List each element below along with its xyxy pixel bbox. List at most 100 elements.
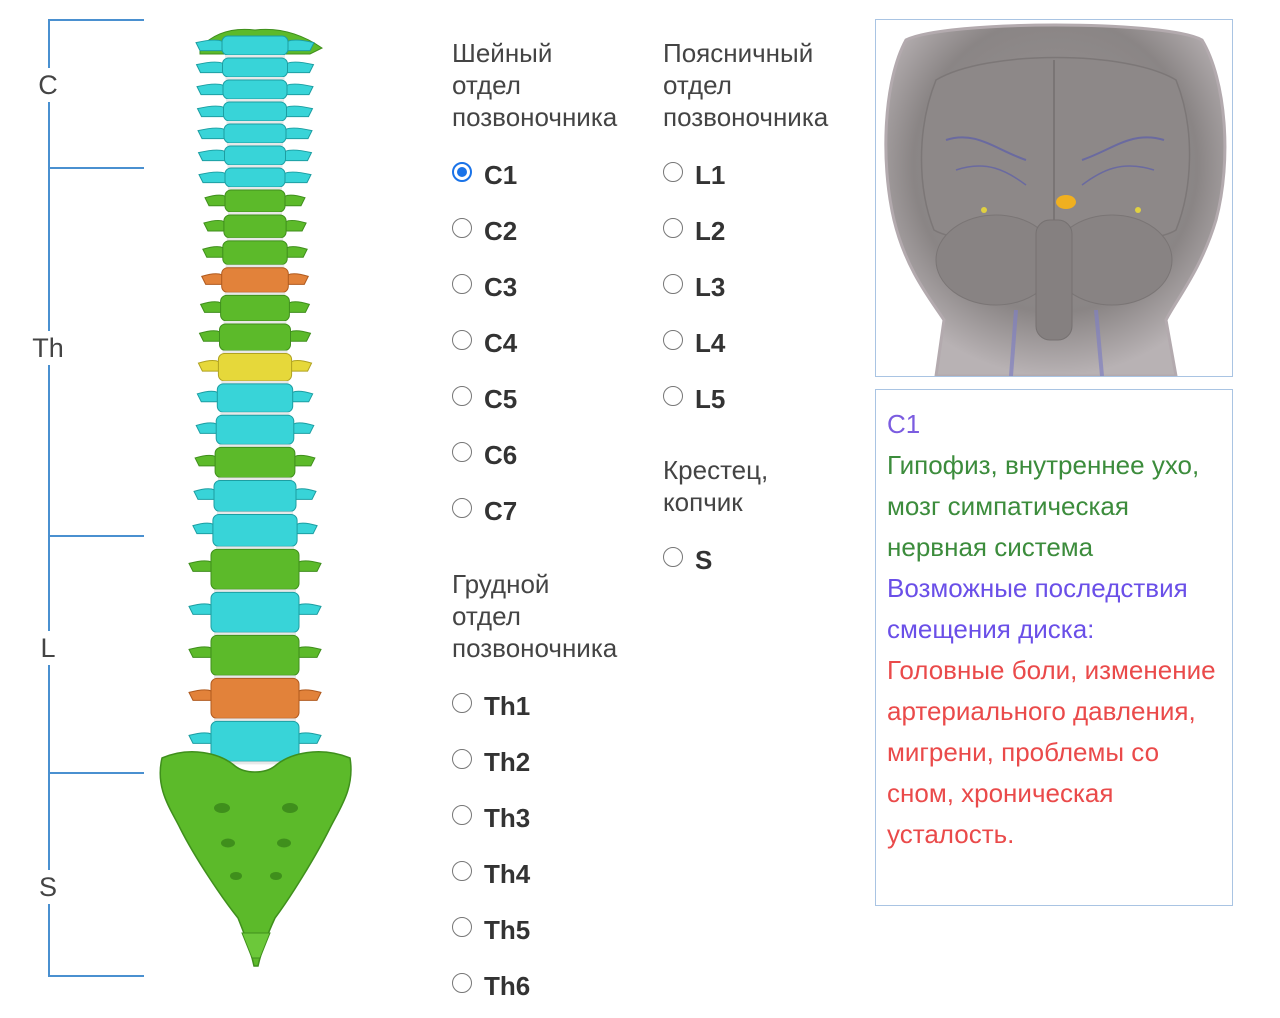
bracket-tick [48, 535, 144, 537]
radio-option-s[interactable]: S [663, 532, 768, 588]
vertebra [195, 57, 315, 80]
vertebra [195, 414, 315, 448]
radio-button[interactable] [452, 442, 472, 462]
radio-label: C6 [484, 439, 518, 470]
radio-button[interactable] [663, 162, 683, 182]
radio-label: Th1 [484, 690, 531, 721]
vertebra [193, 480, 317, 515]
vertebra [188, 634, 322, 679]
radio-button[interactable] [452, 917, 472, 937]
radio-label: Th2 [484, 746, 531, 777]
radio-button[interactable] [663, 330, 683, 350]
radio-label: Th3 [484, 802, 531, 833]
radio-label: C7 [484, 495, 518, 526]
radio-label: C3 [484, 271, 518, 302]
region-label-s: S [28, 870, 68, 904]
vertebra [188, 720, 322, 765]
sacrum [159, 751, 352, 967]
vertebra [204, 189, 306, 215]
info-consequences: Головные боли, изменение артериального д… [887, 655, 1216, 849]
radio-button[interactable] [452, 162, 472, 182]
radio-button[interactable] [452, 386, 472, 406]
radio-option-th3[interactable]: Th3 [452, 790, 617, 846]
region-label-c: C [28, 68, 68, 102]
sacral-section: Крестец, копчик S [663, 454, 768, 588]
region-bracket-line [48, 20, 146, 976]
radio-button[interactable] [452, 693, 472, 713]
vertebra [198, 167, 312, 190]
radio-label: C2 [484, 215, 518, 246]
radio-button[interactable] [452, 861, 472, 881]
radio-option-th6[interactable]: Th6 [452, 958, 617, 1014]
vertebra [199, 294, 311, 324]
vertebra [196, 101, 314, 124]
radio-option-c5[interactable]: C5 [452, 371, 617, 427]
thoracic-section-title: Грудной отдел позвоночника [452, 569, 618, 663]
radio-option-l3[interactable]: L3 [663, 259, 828, 315]
radio-label: L2 [695, 215, 726, 246]
radio-option-c6[interactable]: C6 [452, 427, 617, 483]
radio-label: C5 [484, 383, 518, 414]
radio-label: S [695, 544, 713, 575]
vertebra [197, 123, 313, 146]
vertebra-info-panel: C1 Гипофиз, внутреннее ухо, мозг симпати… [875, 389, 1233, 906]
info-vertebra-name: C1 [887, 409, 921, 439]
radio-button[interactable] [452, 749, 472, 769]
vertebra [202, 240, 308, 268]
radio-label: C4 [484, 327, 518, 358]
vertebra [195, 35, 315, 58]
vertebra [198, 323, 312, 354]
radio-button[interactable] [663, 218, 683, 238]
radio-option-th5[interactable]: Th5 [452, 902, 617, 958]
radio-button[interactable] [452, 330, 472, 350]
radio-button[interactable] [663, 547, 683, 567]
info-organs: Гипофиз, внутреннее ухо, мозг симпатичес… [887, 450, 1200, 562]
bracket-tick [48, 167, 144, 169]
vertebra [196, 383, 314, 416]
radio-button[interactable] [452, 805, 472, 825]
vertebra [197, 145, 313, 168]
radio-button[interactable] [452, 218, 472, 238]
vertebra [188, 591, 322, 636]
radio-label: C1 [484, 159, 518, 190]
radio-button[interactable] [452, 973, 472, 993]
radio-label: L3 [695, 271, 726, 302]
vertebra [197, 353, 313, 384]
brain-illustration [876, 20, 1232, 376]
radio-option-c3[interactable]: C3 [452, 259, 617, 315]
radio-button[interactable] [663, 386, 683, 406]
radio-option-c1[interactable]: C1 [452, 147, 617, 203]
radio-label: Th4 [484, 858, 531, 889]
radio-option-th1[interactable]: Th1 [452, 678, 617, 734]
sacral-radio-group: S [663, 532, 768, 588]
spine-illustration [159, 28, 352, 967]
radio-button[interactable] [452, 498, 472, 518]
radio-option-l4[interactable]: L4 [663, 315, 828, 371]
vertebra [192, 514, 318, 550]
radio-button[interactable] [452, 274, 472, 294]
radio-option-c2[interactable]: C2 [452, 203, 617, 259]
info-consequences-heading: Возможные последствия смещения диска: [887, 573, 1188, 644]
cervical-section-title: Шейный отдел позвоночника [452, 38, 618, 132]
radio-option-th4[interactable]: Th4 [452, 846, 617, 902]
radio-option-l1[interactable]: L1 [663, 147, 828, 203]
vertebra [200, 267, 310, 296]
radio-button[interactable] [663, 274, 683, 294]
vertebra [194, 446, 316, 481]
radio-option-th2[interactable]: Th2 [452, 734, 617, 790]
radio-option-c4[interactable]: C4 [452, 315, 617, 371]
radio-label: Th6 [484, 970, 531, 1001]
region-label-l: L [28, 631, 68, 665]
vertebra [188, 548, 322, 593]
vertebra [196, 79, 314, 102]
brain-image [875, 19, 1233, 377]
radio-option-c7[interactable]: C7 [452, 483, 617, 539]
radio-label: L5 [695, 383, 726, 414]
radio-option-l2[interactable]: L2 [663, 203, 828, 259]
radio-option-l5[interactable]: L5 [663, 371, 828, 427]
